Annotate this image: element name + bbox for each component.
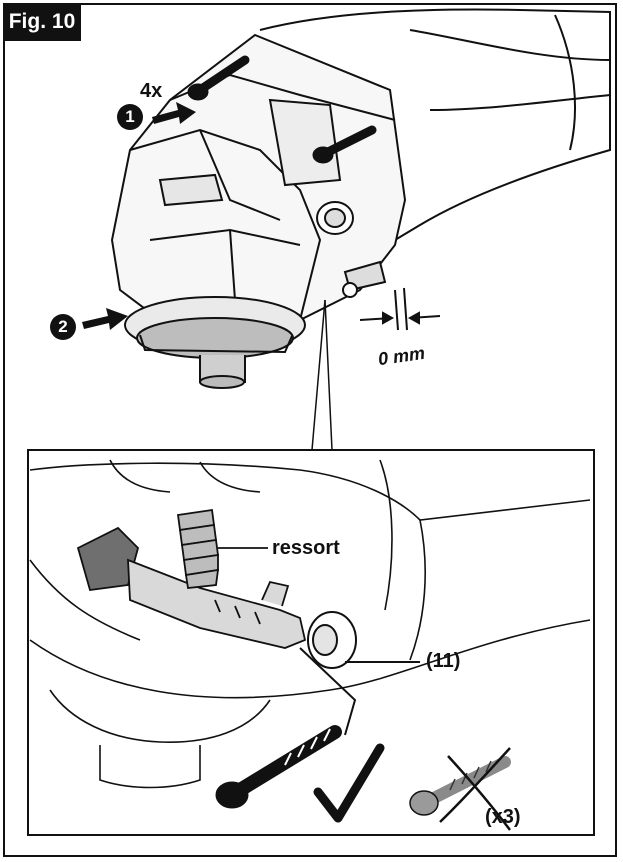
cross-out bbox=[439, 747, 511, 831]
step-1-marker: 1 bbox=[117, 104, 143, 130]
step-1-arrow bbox=[152, 102, 196, 124]
screw-leader bbox=[299, 647, 357, 736]
gap-indicator bbox=[359, 287, 441, 331]
figure-tag: Fig. 10 bbox=[3, 3, 81, 41]
rejected-count-label: (x3) bbox=[485, 806, 521, 828]
correct-screw bbox=[215, 725, 342, 809]
step-2-arrow bbox=[82, 308, 128, 330]
step-1-count: 4x bbox=[140, 80, 163, 102]
part-11 bbox=[307, 611, 420, 669]
grinder-body bbox=[110, 8, 611, 389]
part-11-label: (11) bbox=[426, 650, 461, 672]
spring bbox=[176, 508, 268, 589]
upper-screw bbox=[187, 55, 377, 164]
lock-lever bbox=[76, 526, 307, 649]
callout-lines bbox=[311, 299, 333, 451]
step-2-marker: 2 bbox=[50, 314, 76, 340]
spring-label: ressort bbox=[272, 537, 340, 559]
detail-housing bbox=[29, 459, 591, 789]
check-mark bbox=[313, 743, 385, 823]
